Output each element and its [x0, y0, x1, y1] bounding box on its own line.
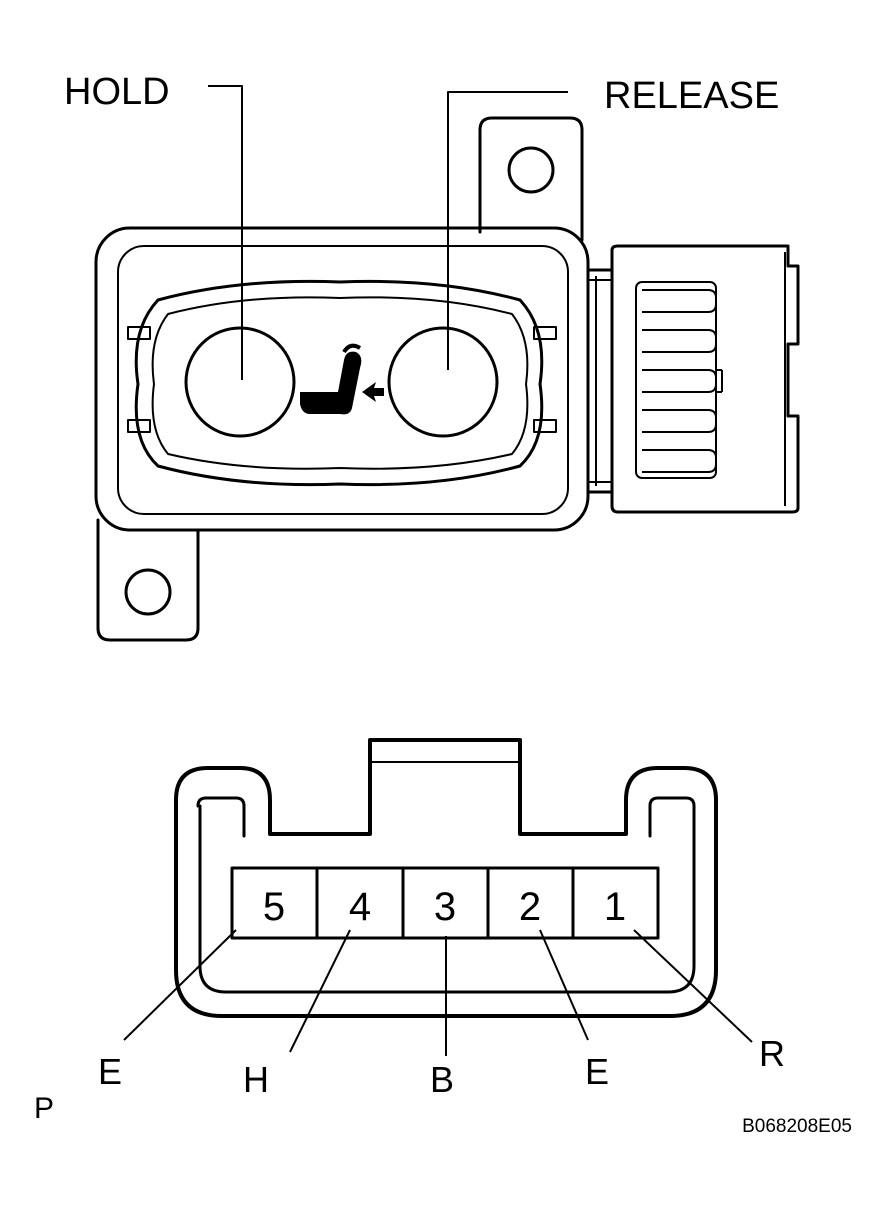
pin-4-leader	[289, 929, 351, 1053]
button-recess-inner	[151, 296, 529, 470]
mounting-tab-bottom	[96, 518, 200, 642]
button-recess-outer	[134, 279, 544, 487]
pin-5-leader	[123, 929, 237, 1041]
switch-body	[94, 85, 800, 642]
peg-left-top	[127, 326, 151, 340]
view-letter: P	[34, 1092, 54, 1125]
hold-label: HOLD	[64, 71, 170, 113]
switch-housing-inner	[117, 245, 569, 515]
hold-button[interactable]	[184, 326, 296, 438]
pin-5-terminal: E	[98, 1051, 122, 1092]
pin-2-terminal: E	[585, 1051, 609, 1092]
peg-right-bottom	[533, 419, 557, 433]
peg-left-bottom	[127, 419, 151, 433]
release-button[interactable]	[387, 326, 499, 438]
release-leader-line	[447, 91, 568, 370]
peg-right-top	[533, 326, 557, 340]
pin-2-number: 2	[519, 885, 541, 929]
connector-outline-outer	[174, 738, 718, 1018]
seat-heater-icon	[300, 343, 362, 415]
pin-4-number: 4	[349, 885, 371, 929]
pin-1-number: 1	[604, 885, 626, 929]
figure-code: B068208E05	[742, 1116, 852, 1137]
switch-connector-housing	[586, 244, 800, 514]
pin-1-terminal: R	[759, 1033, 785, 1074]
pin-2-leader	[539, 929, 589, 1041]
arrow-icon	[362, 382, 384, 402]
switch-housing-outer	[94, 226, 590, 532]
release-label: RELEASE	[604, 75, 779, 117]
mounting-hole-top	[507, 146, 555, 194]
pin-3-terminal: B	[430, 1059, 454, 1100]
connector-outline-inner	[196, 796, 246, 838]
pin-3-number: 3	[434, 885, 456, 929]
connector-face: 5 4 3 2 1	[123, 738, 753, 1056]
mounting-tab-top	[478, 116, 584, 242]
pin-5-number: 5	[263, 885, 285, 929]
pin-1-leader	[633, 929, 753, 1043]
mounting-hole-bottom	[124, 568, 172, 616]
hold-leader-line	[208, 85, 243, 380]
pin-4-terminal: H	[243, 1059, 269, 1100]
